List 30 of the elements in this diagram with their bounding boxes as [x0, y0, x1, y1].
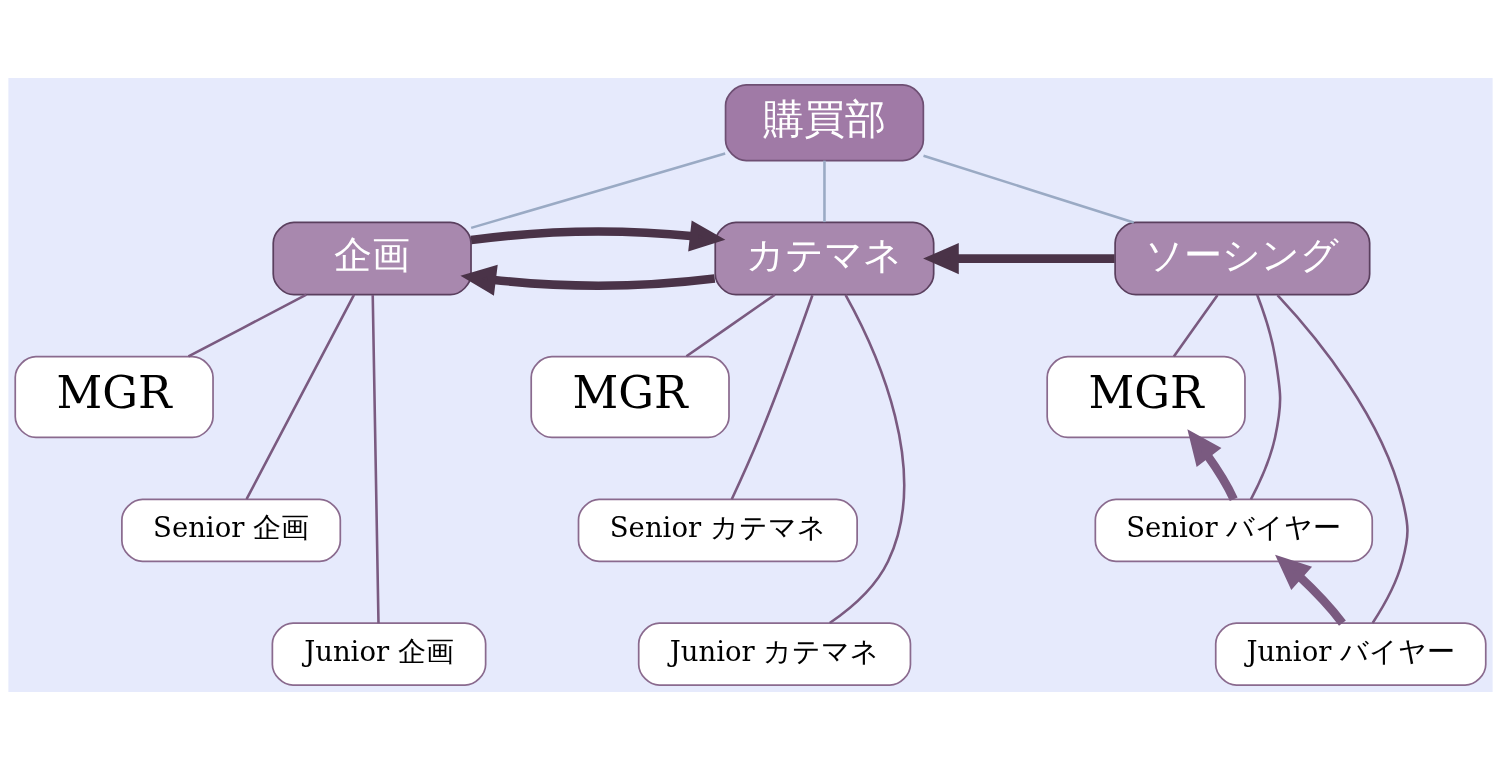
node-box: Junior 企画 [271, 622, 487, 686]
arrow [460, 264, 716, 296]
node-box: Senior バイヤー [1094, 498, 1374, 563]
connector [685, 293, 776, 358]
node-box: カテマネ [714, 221, 935, 296]
arrow [923, 243, 1115, 275]
connector [1249, 294, 1282, 500]
node-box: MGR [530, 355, 730, 439]
node-box: Senior 企画 [121, 498, 342, 563]
connector [1276, 294, 1409, 624]
arrow [470, 220, 726, 252]
connector [245, 294, 356, 500]
connector [187, 293, 307, 358]
connector [371, 295, 380, 624]
node-box: MGR [14, 355, 214, 439]
connector [823, 160, 826, 223]
arrow [1187, 429, 1238, 502]
arrow [1275, 554, 1346, 626]
connector [923, 154, 1135, 224]
node-box: 企画 [272, 221, 472, 296]
node-box: Senior カテマネ [577, 498, 858, 563]
connector [730, 294, 814, 500]
node-box: Junior バイヤー [1214, 622, 1487, 686]
node-box: ソーシング [1114, 221, 1371, 296]
node-box: MGR [1046, 355, 1246, 439]
connector [828, 294, 906, 625]
connector [470, 152, 726, 230]
connector [1172, 294, 1219, 358]
node-box: 購買部 [724, 84, 925, 162]
node-box: Junior カテマネ [637, 622, 912, 686]
